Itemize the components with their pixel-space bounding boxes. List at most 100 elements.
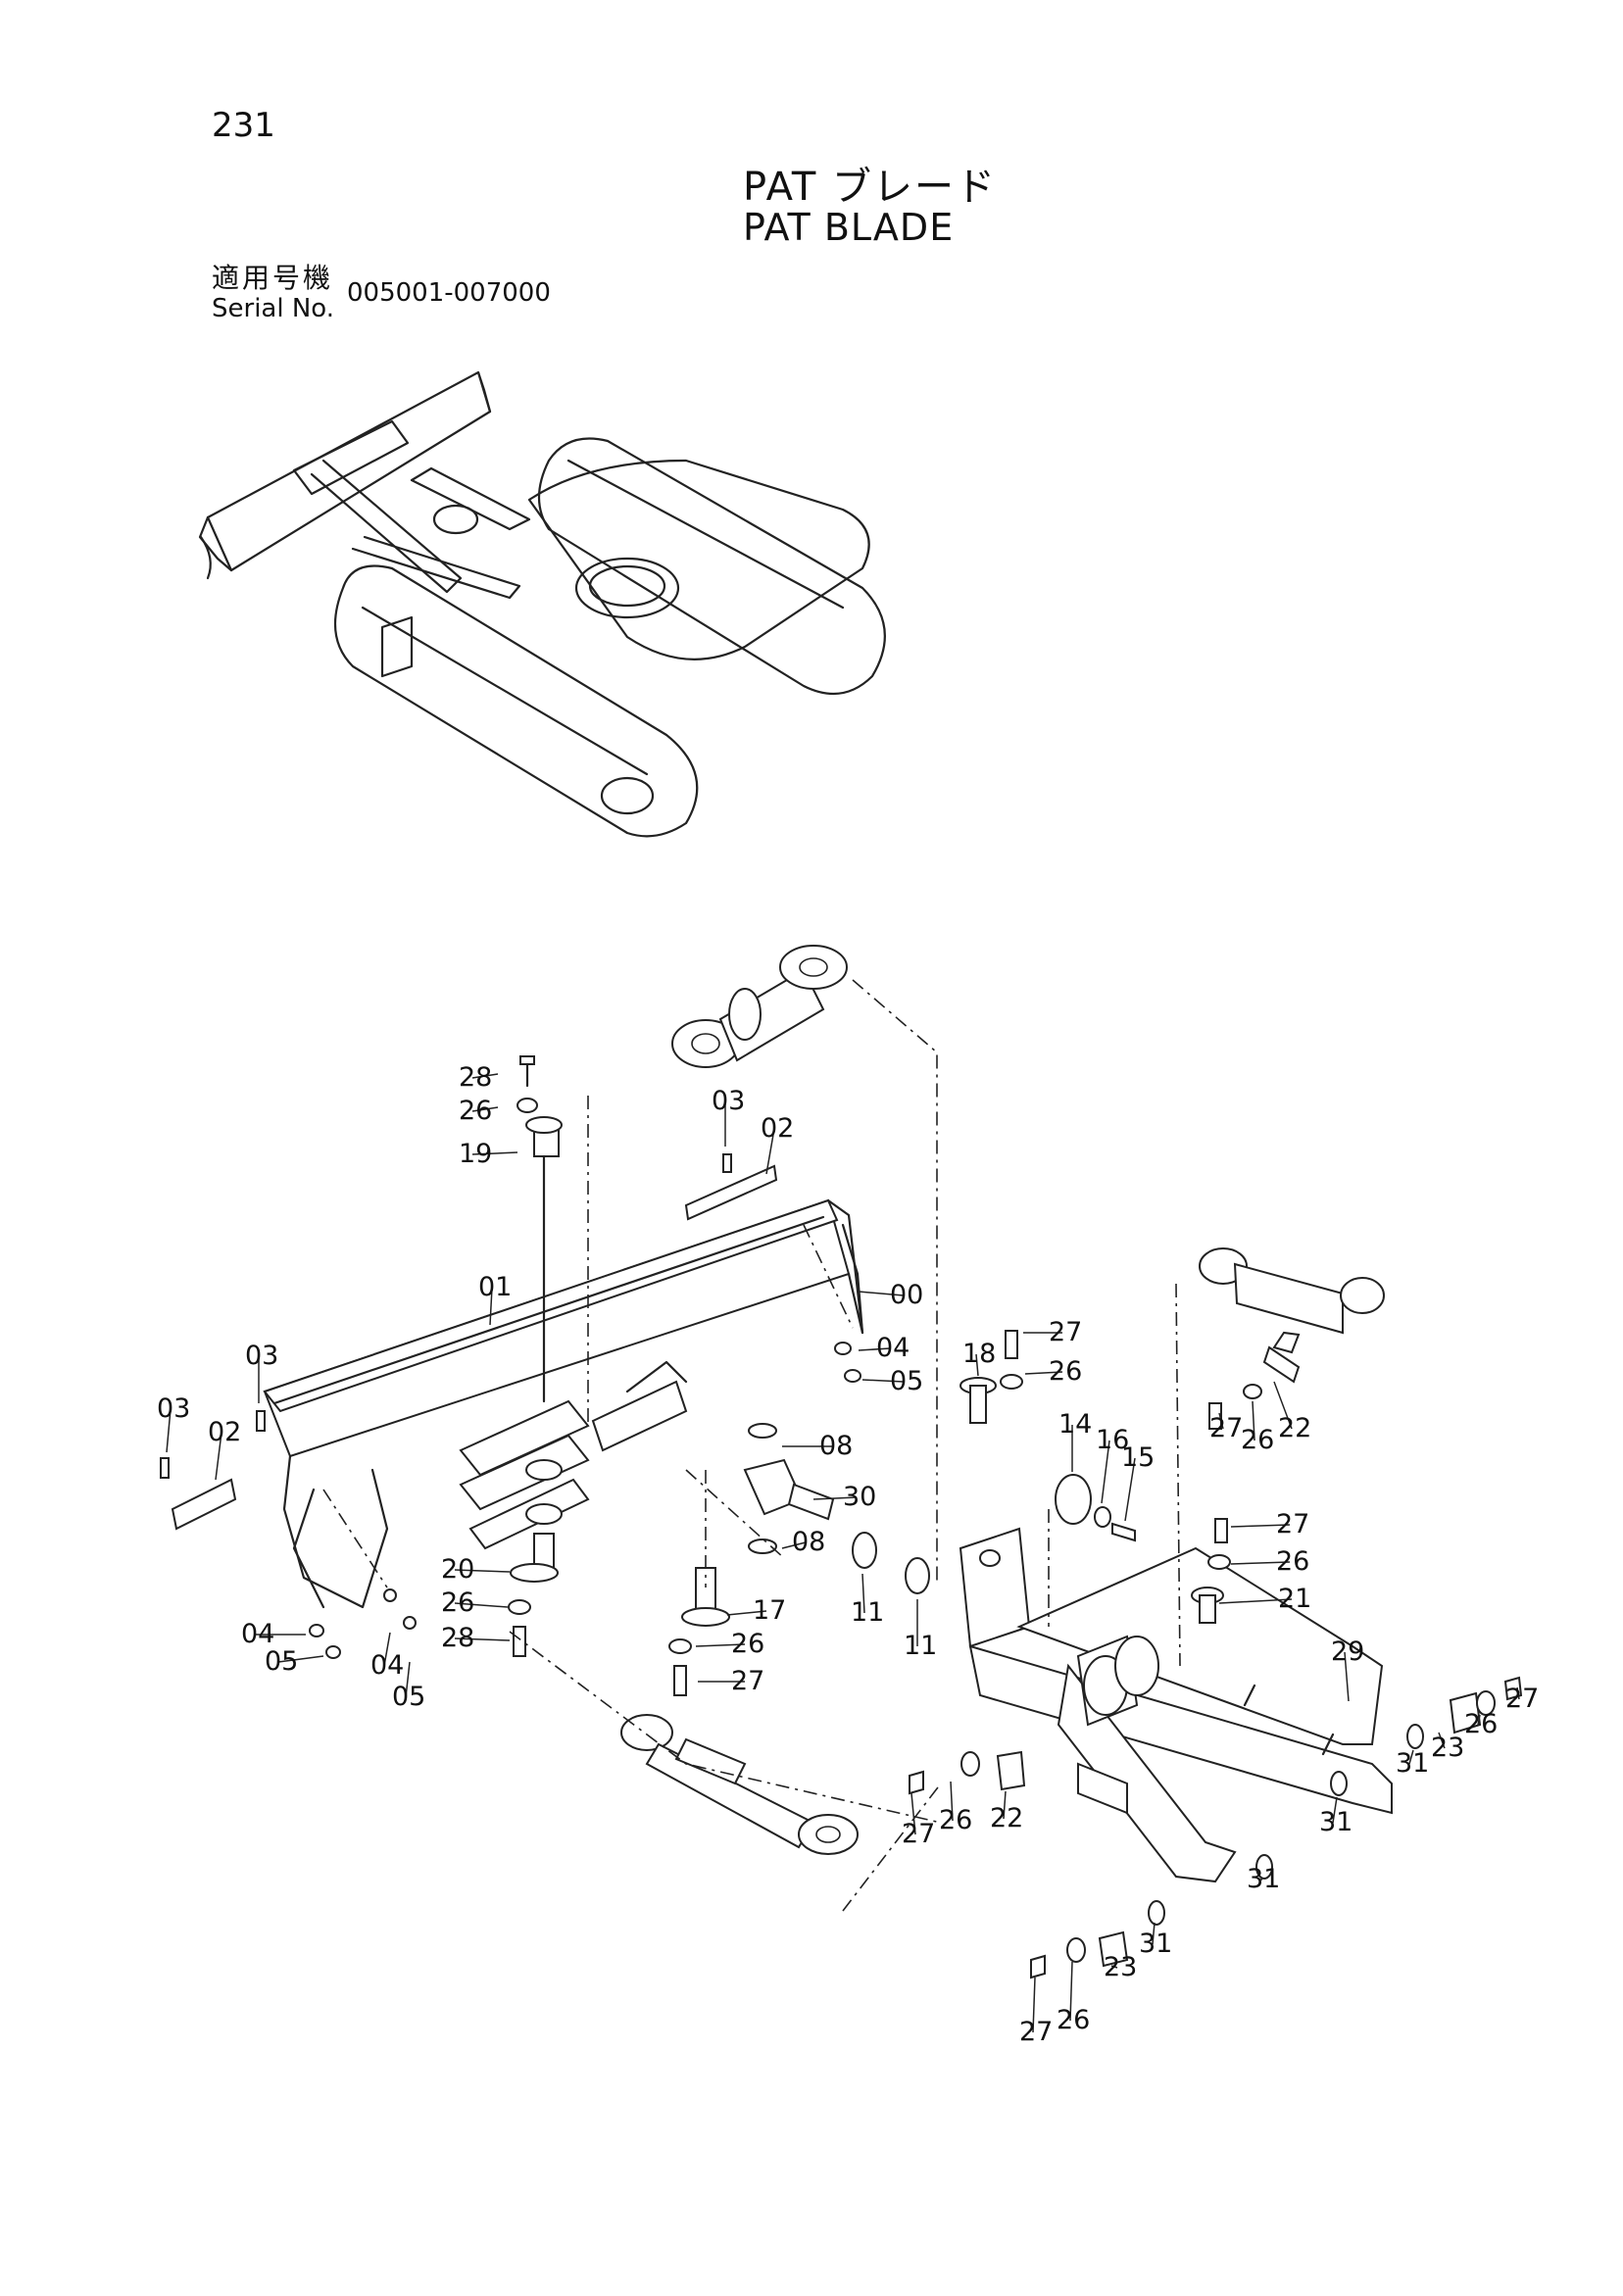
callout-leader-c04a [858,1347,891,1351]
callout-label-c27f: 27 [902,1819,935,1849]
callout-leader-c27f [910,1792,916,1835]
serial-range: 005001-007000 [347,278,551,308]
callout-leader-c17 [726,1610,767,1616]
callout-label-c19: 19 [459,1139,492,1169]
callout-label-c26h: 26 [939,1805,972,1835]
bolt-28-top [516,1055,538,1113]
blade-cylinder-upper [671,945,848,1068]
callout-label-c08a: 08 [819,1431,853,1461]
disc-14-group [1055,1474,1136,1542]
callout-label-c05a: 05 [890,1366,923,1396]
callout-label-c03b: 03 [245,1341,278,1371]
callout-label-c18: 18 [962,1339,996,1369]
callout-label-c26c: 26 [731,1629,764,1659]
serial-label-english: Serial No. [212,294,334,323]
callout-label-c26f: 26 [1276,1546,1309,1577]
callout-leader-c26e [1252,1400,1255,1441]
callout-label-c28b: 28 [441,1623,474,1653]
callout-label-c26a: 26 [459,1096,492,1126]
callout-label-c05b: 05 [265,1646,298,1677]
callout-leader-c26g [1477,1714,1481,1726]
callout-leader-c28b [454,1637,511,1641]
callout-label-c11b: 11 [904,1631,937,1661]
callout-leader-c26h [950,1781,954,1822]
callout-leader-c16 [1101,1440,1110,1504]
pin-20 [508,1533,559,1657]
callout-label-c02a: 02 [761,1113,794,1144]
callout-leader-c28a [471,1073,499,1079]
title-japanese: PAT ブレード [743,165,997,210]
callout-label-c16: 16 [1096,1425,1129,1455]
small-hardware-04-05 [160,1153,861,1659]
callout-label-c20: 20 [441,1554,474,1585]
callout-label-c02b: 02 [208,1417,241,1447]
callout-leader-c19 [471,1151,518,1155]
callout-leader-c26i [1069,1961,1073,2022]
callout-label-c03c: 03 [157,1393,190,1424]
callout-leader-c23b [1110,1965,1118,1969]
callout-leader-c18 [975,1353,979,1377]
callout-label-c21: 21 [1278,1584,1311,1614]
callout-label-c08b: 08 [792,1527,825,1557]
callout-label-c17: 17 [753,1595,786,1626]
pin-21 [1191,1384,1262,1624]
callout-label-c29: 29 [1331,1637,1364,1667]
callout-leader-c26d [1024,1371,1063,1375]
callout-label-c28a: 28 [459,1062,492,1093]
callout-label-c31d: 31 [1139,1929,1172,1959]
callout-leader-c08b [781,1541,807,1549]
callout-label-c27a: 27 [731,1666,764,1696]
blade-main [171,1164,864,1609]
blade-frame [959,1527,1393,1883]
callout-leader-c02b [215,1432,222,1481]
callout-leader-c29 [1344,1651,1350,1702]
callout-leader-c05b [277,1655,324,1663]
callout-leader-c27c [1218,1412,1224,1430]
callout-leader-c26c [695,1643,746,1647]
callout-label-c27b: 27 [1049,1317,1082,1347]
callout-leader-c31d [1152,1922,1156,1945]
callout-label-c01: 01 [478,1272,512,1302]
pin-23-lower [1030,1854,1273,1979]
callout-label-c26e: 26 [1241,1425,1274,1455]
callout-label-c15: 15 [1121,1442,1155,1473]
callout-label-c31c: 31 [1247,1864,1280,1894]
callout-leader-c05c [405,1661,411,1698]
callout-leader-c03c [166,1408,172,1453]
callout-label-c26d: 26 [1049,1356,1082,1387]
callout-leader-c22a [1273,1381,1293,1430]
callout-label-c27g: 27 [1019,2017,1053,2047]
callout-label-c30: 30 [843,1482,876,1512]
pin-18 [959,1330,1023,1424]
callout-label-c27e: 27 [1505,1684,1539,1714]
callout-label-c26g: 26 [1464,1709,1498,1739]
pins-22-23-right [1330,1676,1523,1796]
blade-brackets [459,1360,688,1550]
pin-17 [668,1567,730,1696]
assembly-guide-lines [322,979,1181,1912]
callout-label-c22b: 22 [990,1803,1023,1833]
pin-22-lower [909,1750,1026,1795]
callout-label-c04b: 04 [241,1619,274,1649]
callout-label-c03a: 03 [712,1086,745,1116]
serial-label-japanese: 適用号機 [212,262,334,294]
callout-leader-c31a [1408,1749,1414,1765]
pin-19 [525,1116,563,1403]
title-english: PAT BLADE [743,206,955,249]
callout-label-c26i: 26 [1057,2005,1090,2035]
callout-label-c23a: 23 [1431,1733,1464,1763]
ring-11-b [905,1557,930,1594]
blade-cylinder-right [1199,1247,1385,1384]
callout-leader-c02a [765,1128,775,1175]
callout-label-c14: 14 [1058,1409,1092,1440]
callout-label-c22a: 22 [1278,1413,1311,1443]
callout-label-c11a: 11 [851,1597,884,1628]
callout-leader-c23a [1438,1732,1446,1749]
callout-label-c26b: 26 [441,1588,474,1618]
callout-leader-c11a [861,1573,865,1614]
callout-leader-c26f [1230,1561,1291,1565]
callout-leader-c31b [1332,1796,1338,1824]
